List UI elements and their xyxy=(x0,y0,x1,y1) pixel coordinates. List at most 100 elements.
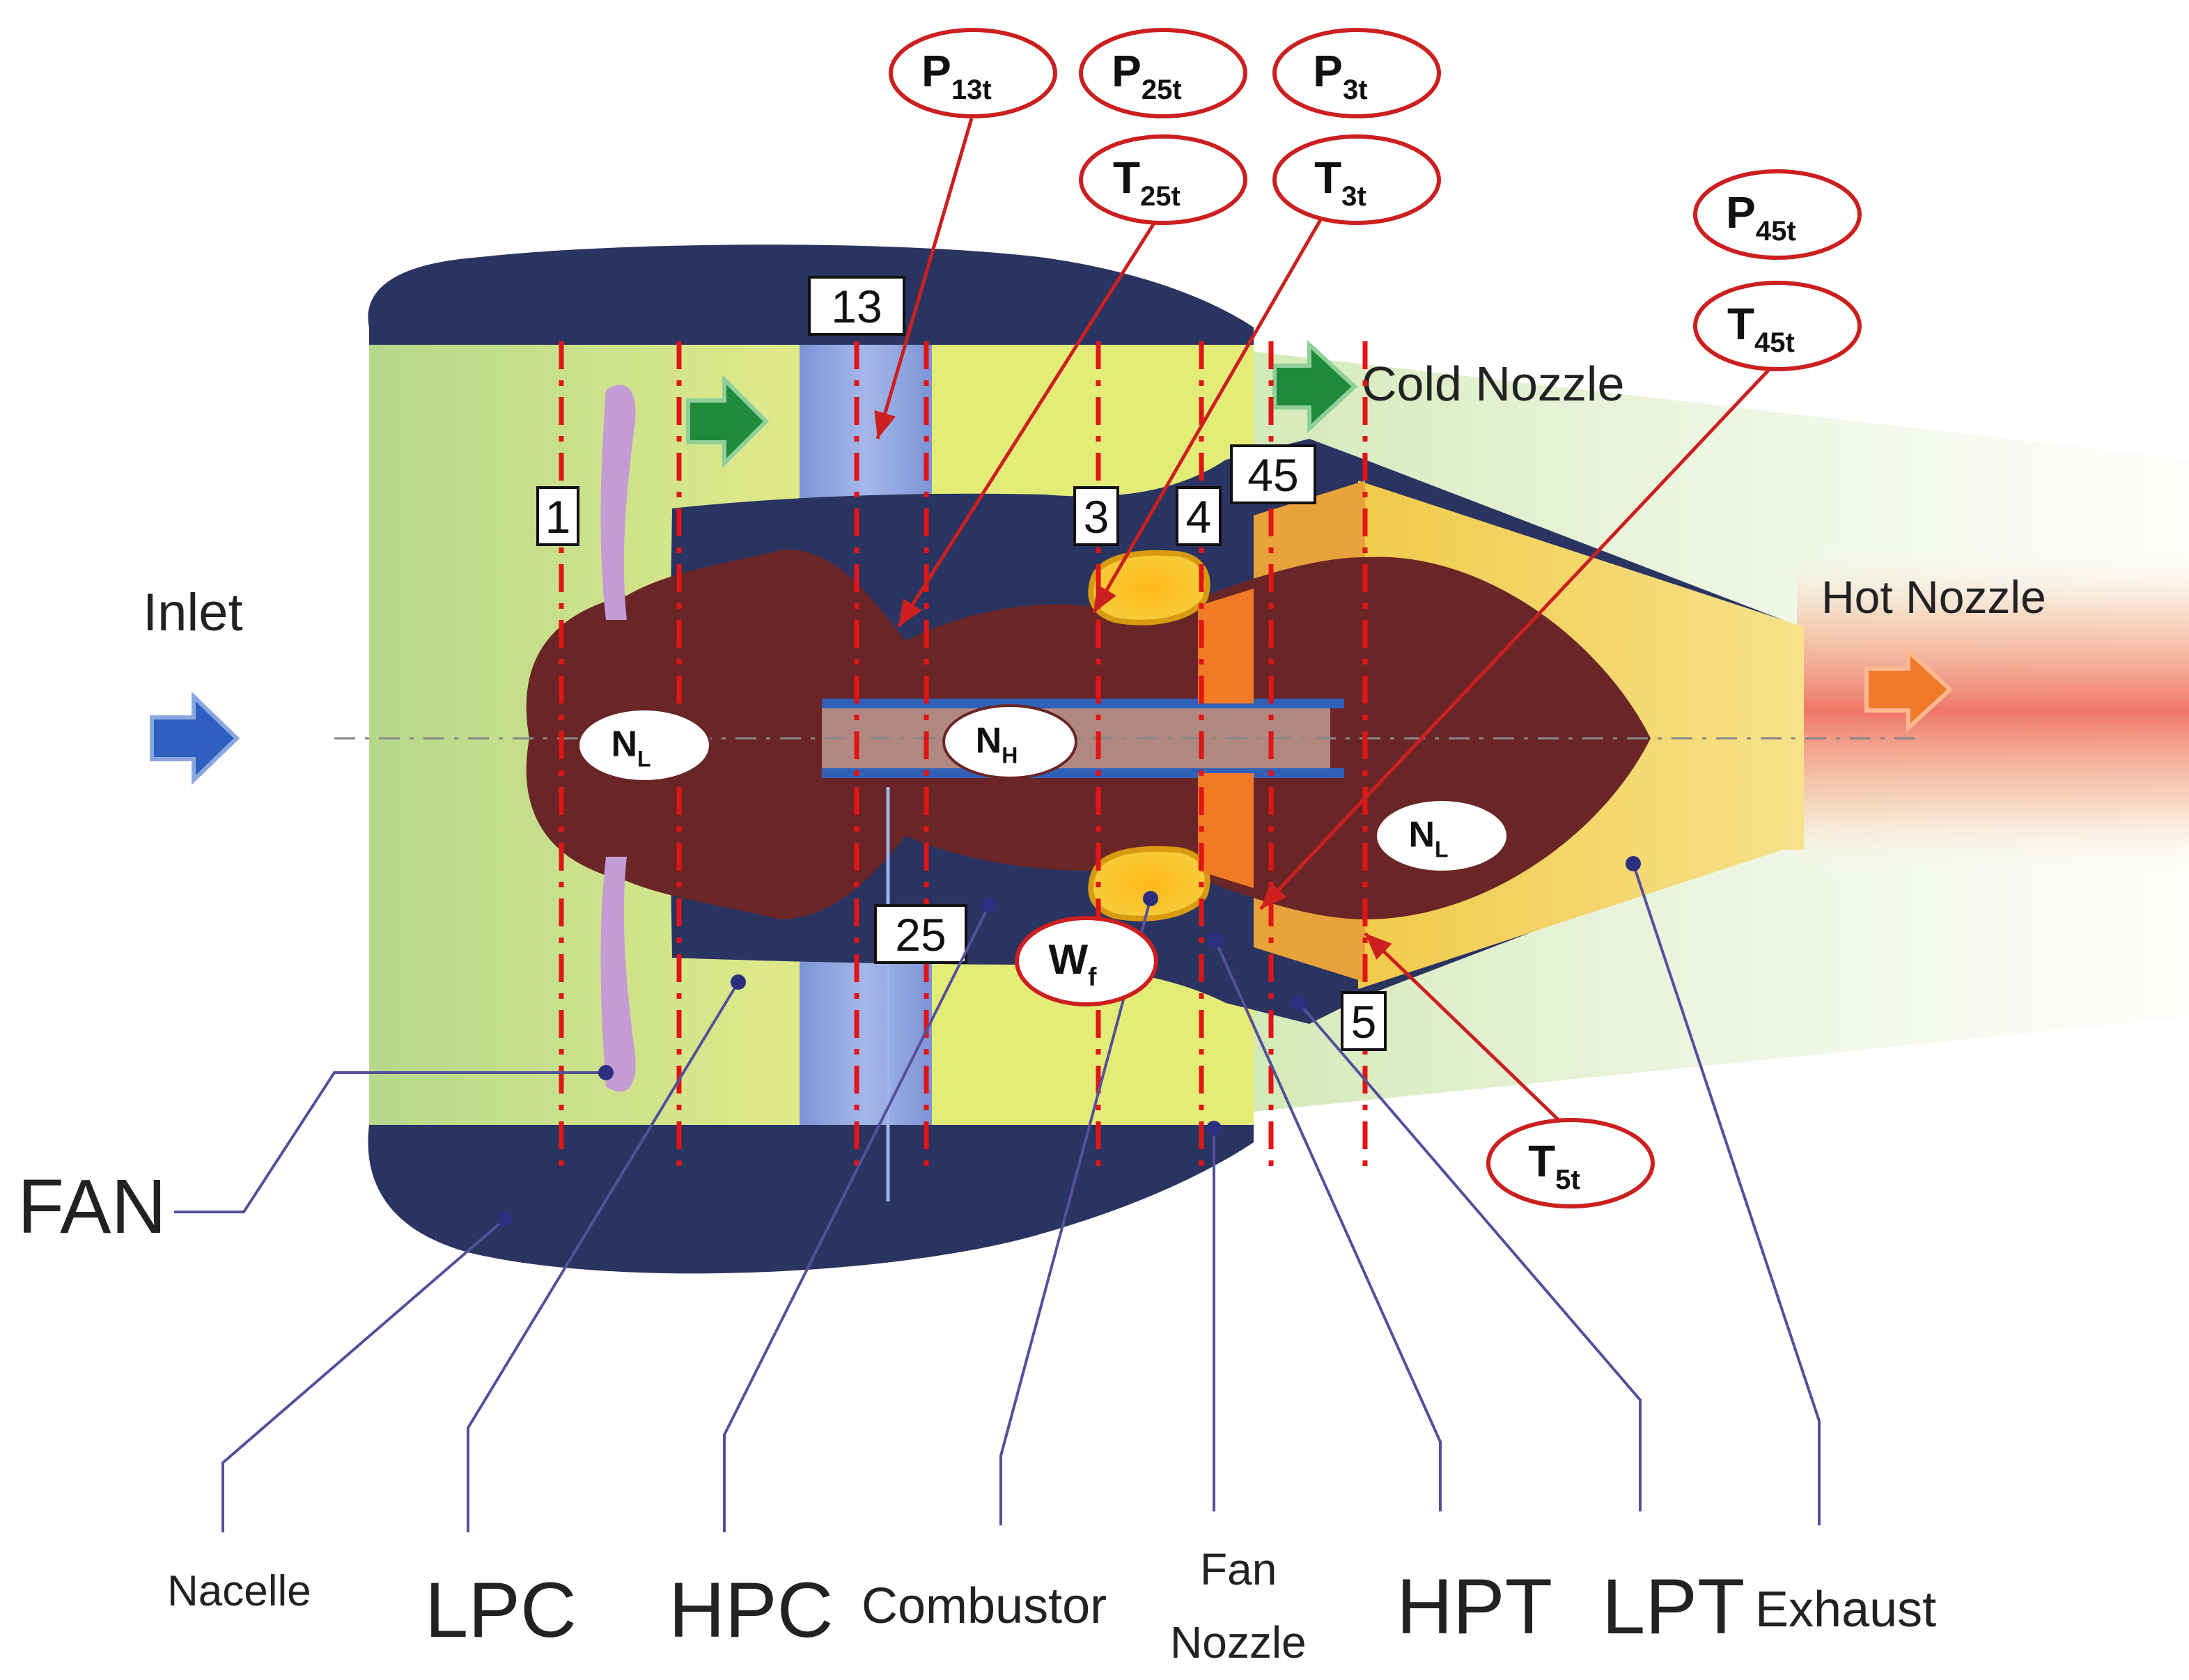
pointer-line xyxy=(1364,932,1561,1123)
leader-dot xyxy=(1208,933,1223,948)
station-number: 13 xyxy=(831,281,882,332)
station-number: 25 xyxy=(895,909,946,960)
engine-body xyxy=(334,244,1922,1274)
hot-nozzle-plume xyxy=(1797,543,2189,878)
lpt-leader xyxy=(1291,995,1642,1511)
nacelle-label: Nacelle xyxy=(167,1567,311,1615)
exhaust-label: Exhaust xyxy=(1755,1582,1936,1638)
station-label-5: 5 xyxy=(1341,991,1387,1051)
high-pressure-turbine-lower xyxy=(1198,773,1254,888)
leader-dot xyxy=(598,1065,614,1080)
pointer-line xyxy=(1259,361,1777,910)
station-number: 45 xyxy=(1247,449,1298,501)
sensor-subscript: 45t xyxy=(1754,327,1795,358)
combustor-leader xyxy=(999,891,1158,1525)
station-box xyxy=(1073,486,1119,546)
nacelle-lower xyxy=(368,1125,1254,1274)
hpc-leader xyxy=(723,898,997,1532)
leader-dot xyxy=(1143,891,1158,906)
sensor-tag-t45t: T45t xyxy=(1693,281,1862,371)
fan-nozzle-leader xyxy=(1206,1121,1222,1511)
pointer-line xyxy=(875,118,974,440)
pointer-arrowhead xyxy=(1261,882,1287,909)
sensor-subscript: L xyxy=(637,747,651,772)
lpc-label: LPC xyxy=(425,1566,577,1654)
t3t-pointer xyxy=(1091,208,1329,614)
station-number: 3 xyxy=(1084,491,1109,543)
leader-lines xyxy=(174,856,1821,1532)
sensor-ellipse xyxy=(942,704,1077,779)
sensor-ellipse xyxy=(1486,1118,1655,1208)
leader-line xyxy=(1298,1002,1642,1511)
bypass-arrow-icon xyxy=(686,374,770,469)
pointer-line xyxy=(1091,208,1329,614)
sensor-subscript: 3t xyxy=(1341,181,1366,212)
station-number: 5 xyxy=(1351,996,1377,1048)
bypass-sensor-band-lower xyxy=(800,961,932,1135)
inlet-arrow-icon xyxy=(150,691,240,786)
station-label-25: 25 xyxy=(874,904,967,964)
sensor-tag-t25t: T25t xyxy=(1079,134,1247,225)
sensor-tag-t5t: T5t xyxy=(1486,1118,1655,1208)
high-pressure-turbine-upper xyxy=(1198,589,1254,703)
sensor-ellipse xyxy=(889,28,1057,118)
station-number: 1 xyxy=(545,491,571,543)
station-label-3: 3 xyxy=(1073,486,1119,546)
leader-line xyxy=(1214,940,1442,1511)
pointer-arrowhead xyxy=(1365,933,1392,960)
sensor-subscript: 45t xyxy=(1756,216,1796,247)
sensor-ellipse xyxy=(1693,281,1862,371)
station-label-4: 4 xyxy=(1176,486,1222,546)
station-box xyxy=(1230,444,1316,504)
sensor-ellipse xyxy=(1079,134,1247,225)
sensor-subscript: 3t xyxy=(1343,75,1368,105)
sensor-subscript: f xyxy=(1088,963,1097,991)
fan-nozzle-label-line2: Nozzle xyxy=(1170,1617,1307,1667)
sensor-symbol: NL xyxy=(1408,815,1448,862)
leader-line xyxy=(221,1218,506,1532)
nacelle-leader xyxy=(221,1211,513,1532)
station-labels: 1 13 25 3 4 45 5 xyxy=(536,276,1387,1051)
exhaust-leader xyxy=(1626,856,1821,1525)
leader-line xyxy=(1632,863,1821,1525)
fan-label: FAN xyxy=(17,1164,166,1250)
lpc-leader xyxy=(467,974,746,1532)
sensor-ellipse xyxy=(577,708,712,783)
leader-line xyxy=(174,1071,606,1213)
sensor-tag-p13t: P13t xyxy=(889,28,1057,118)
cold-nozzle-label: Cold Nozzle xyxy=(1362,357,1624,411)
sensor-tag-p25t: P25t xyxy=(1079,28,1247,118)
station-box xyxy=(874,904,967,964)
hot-nozzle-arrow-icon xyxy=(1864,646,1954,733)
sensor-tag-p3t: P3t xyxy=(1272,28,1441,118)
leader-line xyxy=(999,898,1152,1525)
leader-dot xyxy=(1626,856,1641,871)
t25t-pointer xyxy=(896,208,1165,628)
sensor-ellipse xyxy=(1272,134,1441,225)
sensor-ellipse xyxy=(1374,798,1509,873)
station-number: 4 xyxy=(1186,491,1212,543)
sensor-subscript: H xyxy=(1002,743,1018,768)
leader-dot xyxy=(497,1211,513,1227)
leader-line xyxy=(723,905,990,1532)
sensor-subscript: L xyxy=(1435,837,1449,862)
hpt-label: HPT xyxy=(1396,1563,1552,1650)
station-label-1: 1 xyxy=(536,486,579,546)
component-labels: FAN Nacelle LPC HPC Combustor Fan Nozzle… xyxy=(17,1164,1936,1667)
station-box xyxy=(1341,991,1387,1051)
fan-nozzle-label-line1: Fan xyxy=(1200,1544,1277,1594)
sensor-subscript: 13t xyxy=(951,75,992,105)
sensor-ellipse xyxy=(1015,916,1158,1006)
station-box xyxy=(536,486,579,546)
pointer-arrowhead xyxy=(898,598,922,627)
inlet-label: Inlet xyxy=(143,583,243,642)
lpt-label: LPT xyxy=(1602,1563,1745,1650)
station-box xyxy=(808,276,905,336)
hpc-label: HPC xyxy=(669,1566,833,1654)
bypass-sensor-band-upper xyxy=(800,327,932,501)
leader-dot xyxy=(981,898,997,913)
sensor-ellipse xyxy=(1693,169,1862,260)
leader-dot xyxy=(1206,1121,1222,1136)
t45t-pointer xyxy=(1259,361,1777,910)
